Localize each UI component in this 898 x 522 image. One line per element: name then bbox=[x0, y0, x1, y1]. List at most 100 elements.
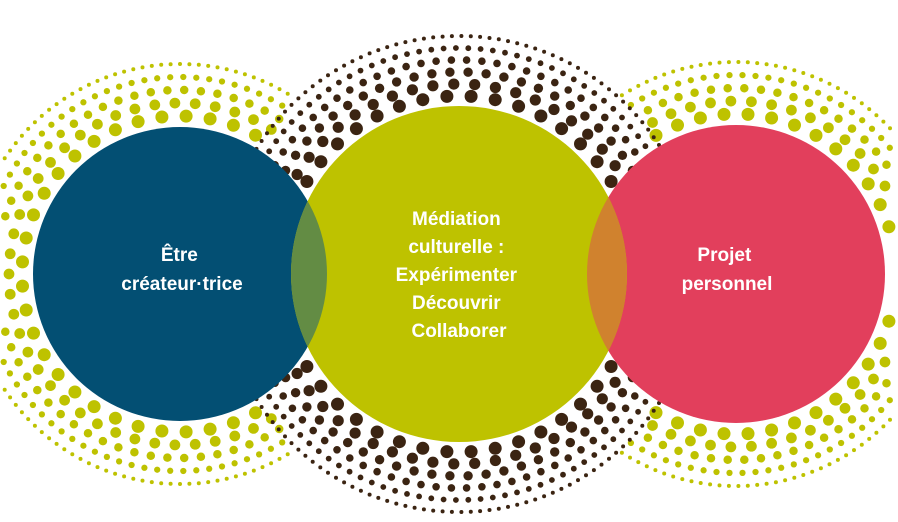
label-mediation-culturelle: Médiation culturelle : Expérimenter Déco… bbox=[396, 209, 523, 342]
decorative-dot bbox=[331, 137, 344, 151]
decorative-dot bbox=[834, 114, 843, 124]
decorative-dot bbox=[26, 126, 31, 131]
decorative-dot bbox=[773, 451, 782, 460]
decorative-dot bbox=[680, 66, 685, 71]
decorative-dot bbox=[611, 416, 620, 424]
decorative-dot bbox=[346, 454, 354, 462]
decorative-dot bbox=[229, 106, 241, 118]
decorative-dot bbox=[19, 303, 33, 317]
decorative-dot bbox=[16, 279, 29, 293]
decorative-dot bbox=[662, 72, 667, 77]
decorative-dot bbox=[289, 102, 294, 107]
decorative-dot bbox=[873, 336, 887, 350]
decorative-dot bbox=[859, 442, 864, 447]
decorative-dot bbox=[827, 462, 832, 467]
decorative-dot bbox=[27, 326, 40, 340]
decorative-dot bbox=[374, 455, 385, 465]
decorative-dot bbox=[58, 113, 65, 120]
decorative-dot bbox=[69, 420, 79, 429]
decorative-dot bbox=[717, 60, 722, 65]
decorative-dot bbox=[854, 389, 866, 400]
decorative-dot bbox=[783, 65, 788, 70]
decorative-dot bbox=[549, 65, 555, 71]
decorative-dot bbox=[593, 123, 604, 133]
label-line: Collaborer bbox=[411, 321, 507, 342]
decorative-dot bbox=[21, 149, 28, 157]
decorative-dot bbox=[577, 446, 585, 454]
decorative-dot bbox=[852, 448, 856, 453]
decorative-dot bbox=[739, 71, 746, 79]
decorative-dot bbox=[38, 411, 46, 418]
decorative-dot bbox=[370, 425, 384, 439]
decorative-dot bbox=[291, 367, 303, 380]
decorative-dot bbox=[115, 458, 123, 465]
decorative-dot bbox=[431, 508, 436, 513]
decorative-dot bbox=[269, 82, 274, 87]
decorative-dot bbox=[179, 109, 193, 123]
decorative-dot bbox=[653, 468, 658, 473]
decorative-dot bbox=[110, 427, 122, 438]
decorative-dot bbox=[604, 175, 618, 188]
decorative-dot bbox=[187, 481, 192, 486]
decorative-dot bbox=[810, 74, 815, 79]
decorative-dot bbox=[280, 413, 287, 420]
label-etre-createur-trice: Être créateur·trice bbox=[121, 244, 242, 295]
decorative-dot bbox=[717, 107, 731, 121]
decorative-dot bbox=[87, 134, 101, 148]
decorative-dot bbox=[83, 429, 93, 438]
decorative-dot bbox=[628, 88, 632, 93]
decorative-dot bbox=[2, 156, 7, 161]
decorative-dot bbox=[332, 121, 344, 133]
decorative-dot bbox=[792, 475, 797, 480]
decorative-dot bbox=[533, 83, 544, 94]
decorative-dot bbox=[593, 415, 604, 425]
decorative-dot bbox=[189, 98, 201, 110]
decorative-dot bbox=[13, 381, 21, 388]
decorative-dot bbox=[303, 90, 308, 95]
decorative-dot bbox=[642, 398, 649, 405]
decorative-dot bbox=[619, 427, 625, 434]
decorative-dot bbox=[350, 484, 355, 489]
decorative-dot bbox=[62, 447, 67, 452]
decorative-dot bbox=[373, 467, 381, 476]
decorative-dot bbox=[814, 452, 822, 459]
decorative-dot bbox=[149, 99, 161, 111]
decorative-dot bbox=[32, 364, 44, 375]
decorative-dot bbox=[635, 133, 641, 140]
decorative-dot bbox=[6, 343, 16, 352]
decorative-dot bbox=[621, 444, 626, 449]
decorative-dot bbox=[570, 465, 577, 472]
decorative-dot bbox=[122, 474, 127, 479]
decorative-dot bbox=[203, 422, 217, 436]
decorative-dot bbox=[273, 403, 280, 410]
decorative-dot bbox=[39, 113, 44, 118]
decorative-dot bbox=[130, 91, 139, 100]
label-line: Médiation bbox=[412, 209, 501, 230]
decorative-dot bbox=[888, 126, 892, 131]
decorative-dot bbox=[619, 450, 624, 455]
decorative-dot bbox=[874, 430, 879, 435]
decorative-dot bbox=[516, 461, 527, 471]
decorative-dot bbox=[209, 101, 221, 113]
decorative-dot bbox=[22, 346, 34, 358]
decorative-dot bbox=[550, 490, 555, 495]
decorative-dot bbox=[265, 412, 269, 417]
decorative-dot bbox=[320, 103, 329, 112]
decorative-dot bbox=[765, 423, 779, 437]
decorative-dot bbox=[87, 400, 101, 414]
decorative-dot bbox=[764, 62, 769, 67]
decorative-dot bbox=[674, 446, 683, 456]
decorative-dot bbox=[265, 131, 269, 136]
decorative-dot bbox=[318, 78, 323, 83]
decorative-dot bbox=[146, 88, 156, 97]
decorative-dot bbox=[104, 468, 109, 473]
decorative-dot bbox=[499, 72, 509, 82]
decorative-dot bbox=[180, 73, 187, 81]
decorative-dot bbox=[582, 408, 594, 420]
decorative-dot bbox=[309, 113, 318, 122]
decorative-dot bbox=[416, 441, 430, 455]
decorative-dot bbox=[651, 408, 656, 413]
decorative-dot bbox=[489, 81, 501, 94]
decorative-dot bbox=[260, 106, 269, 115]
label-line: Expérimenter bbox=[396, 265, 518, 286]
